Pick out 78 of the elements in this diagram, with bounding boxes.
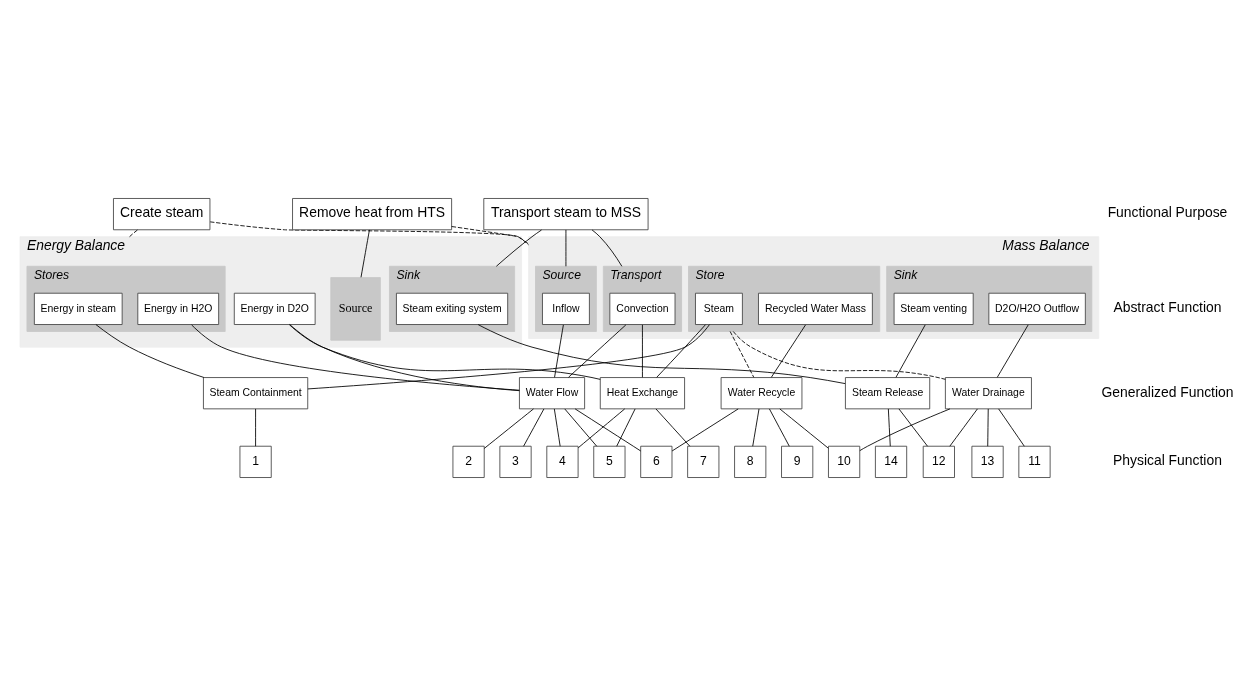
node-box: Water Flow bbox=[519, 376, 586, 409]
connector bbox=[564, 408, 598, 447]
node-box: Water Drainage bbox=[944, 376, 1032, 409]
node-box: Steam Containment bbox=[203, 376, 309, 409]
connector bbox=[671, 408, 739, 451]
connector bbox=[574, 408, 642, 451]
node-box: 3 bbox=[499, 445, 532, 478]
connector bbox=[895, 323, 926, 378]
connector bbox=[191, 323, 520, 391]
node-box: D2O/H2O Outflow bbox=[988, 292, 1086, 325]
connector bbox=[996, 323, 1029, 378]
connector bbox=[642, 323, 643, 378]
node-box: 5 bbox=[593, 445, 626, 478]
node-box: 4 bbox=[546, 445, 579, 478]
node-box: 11 bbox=[1018, 445, 1051, 478]
node-box: 10 bbox=[828, 445, 861, 478]
node-box: 2 bbox=[452, 445, 485, 478]
connector bbox=[360, 229, 370, 278]
connector bbox=[553, 408, 561, 447]
node-box: Heat Exchange bbox=[599, 376, 686, 409]
connector bbox=[307, 323, 710, 389]
node-box: Create steam bbox=[113, 197, 211, 230]
connector bbox=[752, 408, 760, 447]
connector bbox=[451, 225, 529, 245]
node-box: Inflow bbox=[542, 292, 590, 325]
connector bbox=[770, 323, 806, 378]
node-box: 1 bbox=[239, 445, 272, 478]
node-box: 6 bbox=[640, 445, 673, 478]
label: Physical Function bbox=[1113, 451, 1222, 468]
node-box: 8 bbox=[734, 445, 767, 478]
node-box: Remove heat from HTS bbox=[292, 197, 453, 230]
connector bbox=[769, 408, 790, 447]
node-box: Steam exiting system bbox=[396, 292, 509, 325]
connector bbox=[255, 408, 257, 447]
node-box: 9 bbox=[781, 445, 814, 478]
node-box: 14 bbox=[874, 445, 908, 478]
connector bbox=[987, 408, 989, 447]
connector bbox=[887, 408, 891, 447]
node-box: Water Recycle bbox=[720, 376, 803, 409]
connector bbox=[591, 229, 623, 267]
connector bbox=[568, 323, 627, 378]
label: Abstract Function bbox=[1113, 298, 1222, 315]
connector bbox=[859, 408, 951, 451]
label: Generalized Function bbox=[1101, 383, 1234, 399]
node-box: 7 bbox=[687, 445, 720, 478]
connector bbox=[577, 408, 626, 448]
node-box: Source bbox=[330, 276, 381, 341]
node-box: Convection bbox=[609, 292, 676, 325]
connector bbox=[898, 408, 928, 447]
node-box: 12 bbox=[922, 445, 955, 478]
connector bbox=[729, 330, 755, 378]
connector bbox=[779, 408, 829, 449]
connector bbox=[523, 408, 545, 447]
connector bbox=[129, 229, 138, 237]
label: Functional Purpose bbox=[1107, 203, 1228, 220]
connector bbox=[209, 220, 529, 244]
connector bbox=[289, 323, 520, 391]
node-box: 13 bbox=[971, 445, 1004, 478]
connector bbox=[998, 408, 1025, 447]
node-box: Recycled Water Mass bbox=[758, 292, 873, 325]
connector bbox=[288, 323, 601, 380]
node-box: Energy in D2O bbox=[233, 292, 316, 325]
connector bbox=[495, 229, 542, 267]
connector bbox=[95, 323, 205, 378]
connector bbox=[732, 330, 946, 380]
connector bbox=[554, 323, 564, 378]
connector bbox=[655, 408, 691, 447]
node-box: Energy in steam bbox=[33, 292, 123, 325]
node-box: Transport steam to MSS bbox=[483, 197, 649, 230]
connector bbox=[483, 408, 534, 449]
connector bbox=[656, 323, 706, 378]
node-box: Energy in H2O bbox=[137, 292, 220, 325]
connector bbox=[616, 408, 636, 447]
node-box: Steam venting bbox=[893, 292, 974, 325]
connector bbox=[949, 408, 978, 447]
connector bbox=[477, 323, 846, 384]
node-box: Steam bbox=[695, 292, 743, 325]
node-box: Steam Release bbox=[844, 376, 931, 409]
